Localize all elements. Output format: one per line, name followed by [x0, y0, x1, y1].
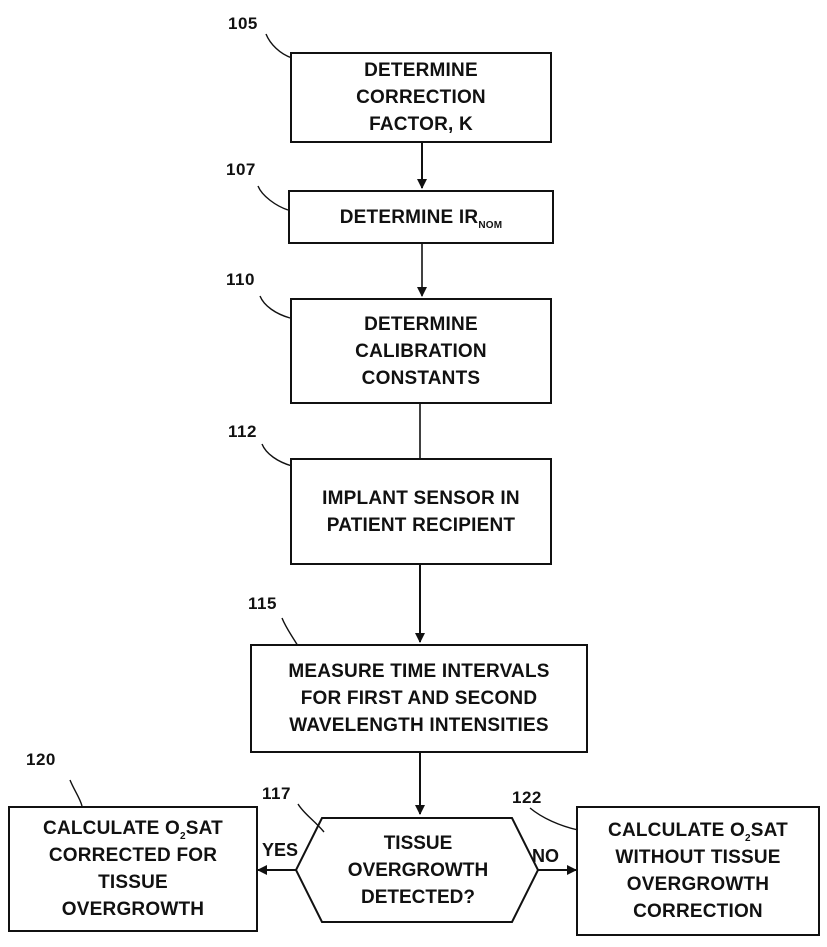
step-122-line1-b: SAT: [751, 820, 788, 841]
step-measure-time-intervals: MEASURE TIME INTERVALS FOR FIRST AND SEC…: [250, 644, 588, 753]
step-120-rest: CORRECTED FOR TISSUE OVERGROWTH: [49, 845, 217, 920]
branch-yes-label: YES: [262, 840, 298, 861]
leader-122: [530, 808, 578, 830]
ref-112: 112: [228, 422, 257, 442]
step-122-line1-a: CALCULATE O: [608, 820, 745, 841]
leader-120: [70, 780, 82, 806]
step-107-subscript: NOM: [478, 220, 502, 231]
step-105-label: DETERMINE CORRECTION FACTOR, K: [356, 57, 486, 138]
step-122-rest: WITHOUT TISSUE OVERGROWTH CORRECTION: [615, 847, 780, 922]
ref-110: 110: [226, 270, 255, 290]
step-120-line1-a: CALCULATE O: [43, 818, 180, 839]
step-107-main: DETERMINE IR: [340, 207, 479, 228]
ref-122: 122: [512, 788, 542, 808]
step-115-label: MEASURE TIME INTERVALS FOR FIRST AND SEC…: [288, 658, 549, 739]
ref-105: 105: [228, 14, 258, 34]
step-determine-calibration-constants: DETERMINE CALIBRATION CONSTANTS: [290, 298, 552, 404]
ref-120: 120: [26, 750, 56, 770]
branch-no-label: NO: [532, 846, 559, 867]
step-122-label: CALCULATE O2SAT WITHOUT TISSUE OVERGROWT…: [608, 817, 788, 925]
step-calculate-o2sat-corrected: CALCULATE O2SAT CORRECTED FOR TISSUE OVE…: [8, 806, 258, 932]
leader-117: [298, 804, 324, 832]
step-implant-sensor: IMPLANT SENSOR IN PATIENT RECIPIENT: [290, 458, 552, 565]
leader-105: [266, 34, 292, 58]
step-120-line1-b: SAT: [186, 818, 223, 839]
decision-tissue-overgrowth-label: TISSUE OVERGROWTH DETECTED?: [318, 830, 518, 911]
step-determine-correction-factor: DETERMINE CORRECTION FACTOR, K: [290, 52, 552, 143]
step-120-label: CALCULATE O2SAT CORRECTED FOR TISSUE OVE…: [43, 815, 223, 923]
ref-115: 115: [248, 594, 277, 614]
step-determine-ir-nom: DETERMINE IRNOM: [288, 190, 554, 244]
step-calculate-o2sat-uncorrected: CALCULATE O2SAT WITHOUT TISSUE OVERGROWT…: [576, 806, 820, 936]
ref-107: 107: [226, 160, 256, 180]
leader-112: [262, 444, 292, 466]
step-112-label: IMPLANT SENSOR IN PATIENT RECIPIENT: [322, 485, 520, 539]
step-110-label: DETERMINE CALIBRATION CONSTANTS: [355, 311, 487, 392]
leader-107: [258, 186, 288, 210]
step-107-label: DETERMINE IRNOM: [340, 204, 503, 231]
ref-117: 117: [262, 784, 291, 804]
leader-110: [260, 296, 290, 318]
leader-115: [282, 618, 298, 646]
